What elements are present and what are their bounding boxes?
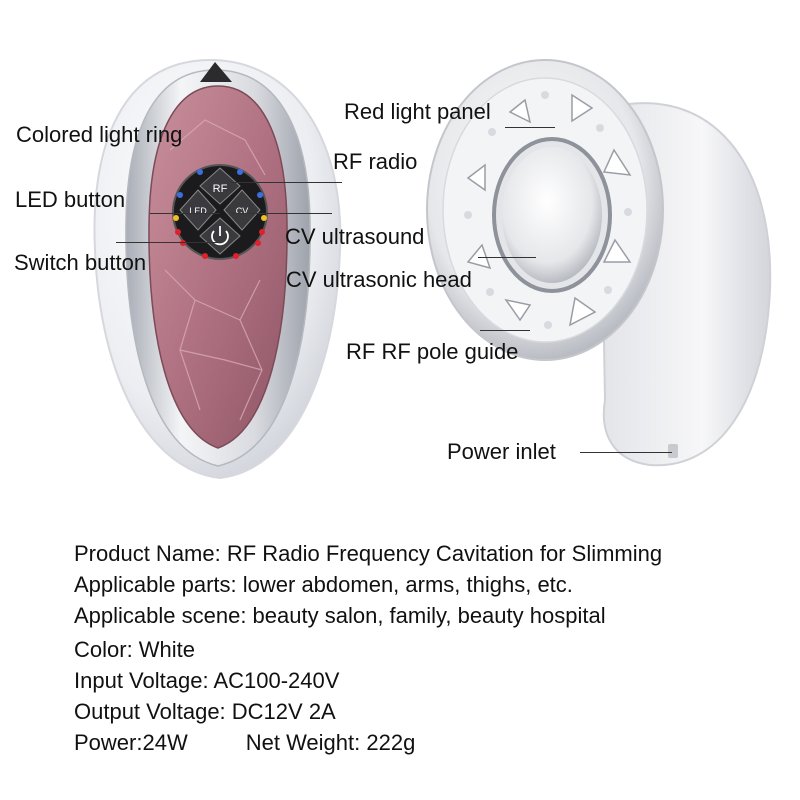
callout-power-inlet: Power inlet [447, 439, 556, 464]
leader-cv-ultrasound [232, 213, 332, 214]
power-icon[interactable] [211, 226, 229, 246]
callout-cv-ultrasonic-head: CV ultrasonic head [286, 267, 472, 292]
spec-power-weight-row: Power:24W Net Weight: 222g [74, 727, 774, 758]
product-specs: Product Name: RF Radio Frequency Cavitat… [74, 538, 774, 758]
leader-red-light-panel [505, 127, 555, 128]
leader-rf-pole-guide [480, 330, 530, 331]
spec-applicable-scene: Applicable scene: beauty salon, family, … [74, 603, 606, 628]
power-inlet [668, 444, 678, 458]
callout-switch-button: Switch button [14, 250, 147, 275]
callout-led-button: LED button [15, 187, 126, 212]
spec-color: Color: White [74, 637, 196, 662]
led-button-shape [179, 189, 217, 231]
led-ring [173, 169, 267, 259]
leader-cv-ultrasonic-head [478, 257, 536, 258]
leader-led-button [150, 213, 220, 214]
right-device [426, 59, 772, 467]
rf-pole-guides [466, 93, 632, 327]
callout-red-light-panel: Red light panel [344, 99, 491, 124]
leader-switch-button [116, 242, 220, 243]
red-light-panel [464, 91, 632, 329]
leader-rf-radio [230, 182, 342, 183]
leader-power-inlet [580, 452, 672, 453]
spec-power: Power:24W [74, 730, 188, 755]
callout-cv-ultrasound: CV ultrasound [285, 224, 425, 249]
spec-input-voltage: Input Voltage: AC100-240V [74, 668, 340, 693]
led-button-label[interactable]: LED [189, 206, 207, 216]
left-device: RF LED CV [93, 58, 342, 480]
spec-applicable-parts: Applicable parts: lower abdomen, arms, t… [74, 572, 573, 597]
callout-rf-pole-guide: RF RF pole guide [346, 339, 519, 364]
spec-output-voltage: Output Voltage: DC12V 2A [74, 699, 336, 724]
spec-net-weight: Net Weight: 222g [245, 730, 416, 755]
cv-button-shape [223, 189, 261, 231]
cv-button-label[interactable]: CV [236, 206, 249, 216]
spec-product-name: Product Name: RF Radio Frequency Cavitat… [74, 541, 663, 566]
rf-button-label[interactable]: RF [213, 183, 228, 195]
product-drawing: RF LED CV [93, 58, 772, 480]
callout-rf-radio: RF radio [333, 149, 418, 174]
callout-colored-light-ring: Colored light ring [16, 122, 183, 147]
product-illustration: RF LED CV [93, 58, 772, 480]
rf-button-shape [199, 167, 241, 205]
